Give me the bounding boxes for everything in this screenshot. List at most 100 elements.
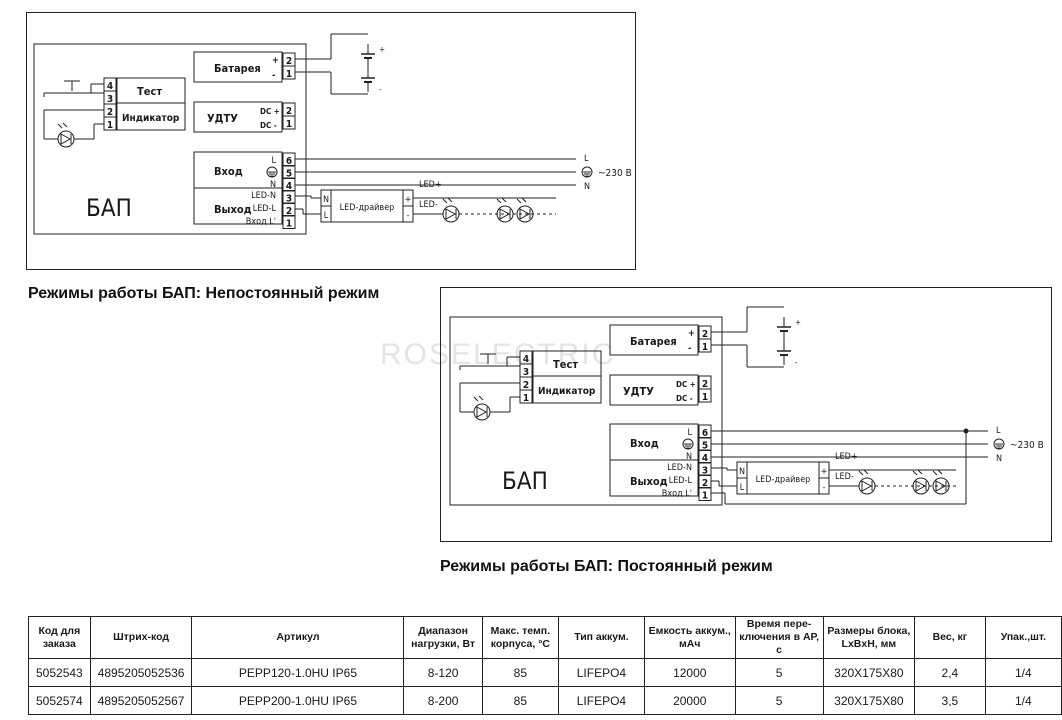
pin-led-l-label: LED-L — [669, 476, 693, 486]
column-header: Макс. темп.корпуса, °С — [481, 616, 559, 659]
table-cell: 85 — [481, 658, 559, 687]
terminal-number: 2 — [286, 56, 292, 67]
battery-minus-sign: - — [688, 344, 691, 354]
terminal-number: 3 — [702, 466, 708, 477]
udtu-label: УДТУ — [623, 385, 654, 398]
column-header-text: Размеры блока, — [827, 624, 911, 637]
ground-icon — [993, 438, 1005, 450]
driver-plus-label: + — [405, 195, 412, 205]
table-cell: 4895205052567 — [89, 686, 193, 715]
pin-l-label: L — [687, 428, 692, 438]
terminal-number: 3 — [107, 94, 113, 105]
indicator-label: Индикатор — [538, 386, 596, 397]
terminal-number: 4 — [107, 81, 113, 92]
column-header-text: Емкость аккум., — [648, 624, 731, 637]
table-cell: 1/4 — [984, 686, 1062, 715]
led-driver-label: LED-драйвер — [756, 475, 811, 485]
indicator-box — [532, 375, 602, 404]
output-label: Выход — [630, 475, 668, 488]
led-minus-label: LED- — [419, 200, 438, 210]
junction-dot — [963, 428, 969, 434]
driver-l-label: L — [740, 483, 745, 493]
battery-minus-mark: - — [795, 358, 798, 367]
dc-plus-label: DC + — [260, 107, 280, 116]
terminal-number: 4 — [523, 354, 529, 365]
output-box — [609, 459, 699, 497]
test-label: Тест — [553, 358, 578, 371]
terminal-number: 5 — [702, 441, 708, 452]
column-header-text: Диапазон — [418, 624, 469, 637]
led-symbol — [915, 480, 927, 492]
table-cell: 5052574 — [28, 686, 91, 715]
driver-minus-label: - — [407, 211, 410, 221]
column-header-text: мАч — [679, 637, 701, 650]
light-rays — [442, 197, 453, 204]
column-header: Размеры блока,LxBxH, мм — [822, 616, 916, 659]
terminal — [698, 487, 712, 501]
light-rays — [858, 469, 869, 476]
terminal-number: 6 — [286, 156, 292, 167]
output-label: Выход — [214, 203, 252, 216]
battery-label: Батарея — [630, 335, 677, 348]
column-header: Упак.,шт. — [984, 616, 1062, 659]
led-symbol — [476, 406, 488, 418]
terminal-number: 2 — [107, 107, 113, 118]
column-header-text: заказа — [42, 637, 76, 650]
led-symbol — [445, 208, 457, 220]
column-header-text: Код для — [38, 624, 81, 637]
pin-led-l-label: LED-L — [253, 204, 277, 214]
pin-input-l-label: Вход L' — [662, 489, 692, 499]
mains-l-label: L — [584, 154, 589, 164]
table-cell: 5 — [734, 686, 824, 715]
terminal-number: 3 — [286, 194, 292, 205]
table-cell: 3,5 — [914, 686, 986, 715]
diagram-frame — [440, 287, 1052, 542]
driver-l-label: L — [324, 211, 329, 221]
led-lamp-icon — [496, 205, 514, 223]
column-header-text: LxBxH, мм — [841, 637, 897, 650]
battery-box — [609, 324, 699, 356]
led-symbol — [499, 208, 511, 220]
led-plus-label: LED+ — [835, 452, 858, 462]
table-cell: 320X175X80 — [822, 658, 916, 687]
column-header-text: нагрузки, Вт — [411, 637, 476, 650]
test-label: Тест — [137, 85, 162, 98]
terminal-number: 1 — [702, 491, 708, 502]
mains-l-label: L — [996, 426, 1001, 436]
terminal-number: 1 — [286, 69, 292, 80]
led-symbol — [861, 480, 873, 492]
light-rays — [496, 197, 507, 204]
battery-plus-sign: + — [272, 56, 279, 66]
column-header: Штрих-код — [89, 616, 193, 659]
bap-block — [33, 43, 307, 235]
light-rays — [473, 395, 484, 402]
led-lamp-icon — [932, 477, 950, 495]
table-cell: 320X175X80 — [822, 686, 916, 715]
battery-minus-sign: - — [272, 71, 275, 81]
terminal-number: 3 — [523, 367, 529, 378]
led-minus-label: LED- — [835, 472, 854, 482]
pin-l-label: L — [271, 156, 276, 166]
dc-minus-label: DC - — [260, 121, 277, 130]
column-header: Емкость аккум.,мАч — [643, 616, 736, 659]
led-lamp-icon — [442, 205, 460, 223]
light-rays — [57, 122, 68, 129]
bap-title: БАП — [86, 194, 132, 222]
table-cell: PEPP120-1.0HU IP65 — [191, 658, 405, 687]
table-cell: 8-120 — [403, 658, 483, 687]
driver-plus-label: + — [821, 467, 828, 477]
terminal-number: 4 — [702, 453, 708, 464]
ground-icon — [266, 166, 278, 178]
bap-block — [449, 316, 723, 506]
battery-plus-sign: + — [688, 329, 695, 339]
table-cell: 20000 — [643, 686, 736, 715]
column-header-text: корпуса, °С — [490, 637, 550, 650]
terminal-number: 1 — [702, 342, 708, 353]
terminal-number: 2 — [523, 380, 529, 391]
pin-led-n-label: LED-N — [667, 463, 692, 473]
terminal — [282, 115, 296, 130]
voltage-label: ~230 В — [598, 168, 632, 179]
